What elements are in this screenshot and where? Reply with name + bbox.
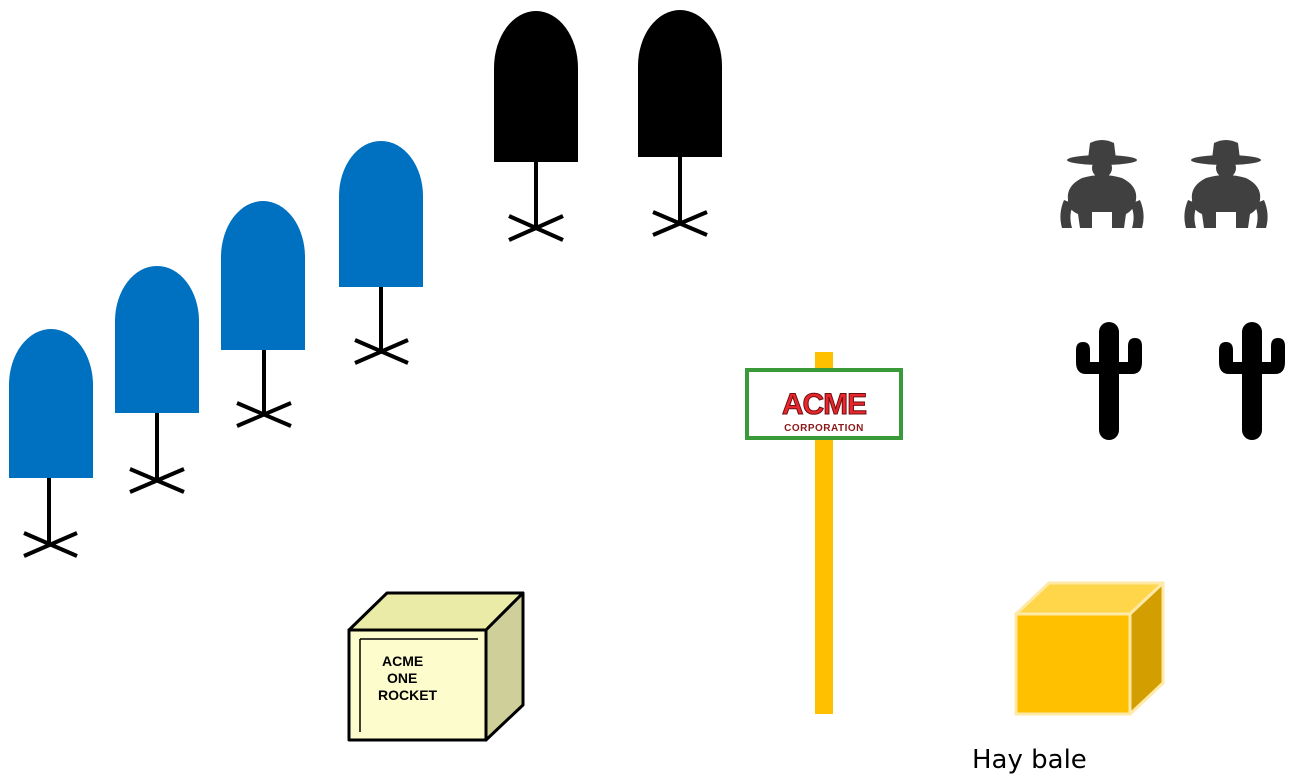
black-marker-1[interactable] <box>494 11 578 240</box>
cactus-1[interactable] <box>1076 322 1142 440</box>
hay-bale-label: Hay bale <box>972 745 1087 775</box>
blue-marker-4[interactable] <box>339 141 423 363</box>
sign-logo-main: ACME <box>782 388 866 421</box>
cactus-icon <box>1219 322 1285 440</box>
blue-marker-1[interactable] <box>9 329 93 556</box>
hay-bale[interactable]: Hay bale <box>972 583 1163 775</box>
bullet-on-stand-icon <box>339 141 423 287</box>
bullet-on-stand-icon <box>9 329 93 478</box>
black-marker-2[interactable] <box>638 10 722 235</box>
bullet-on-stand-icon <box>638 10 722 157</box>
cowboy-silhouette-1[interactable] <box>1060 140 1143 228</box>
crate-line-2: ONE <box>387 670 417 686</box>
cowboy-silhouette-2[interactable] <box>1184 140 1267 228</box>
cactus-2[interactable] <box>1219 322 1285 440</box>
acme-signpost[interactable]: ACME CORPORATION <box>747 352 901 714</box>
blue-marker-2[interactable] <box>115 266 199 492</box>
sign-logo-sub: CORPORATION <box>784 423 864 434</box>
crate-line-1: ACME <box>382 653 423 669</box>
bullet-on-stand-icon <box>494 11 578 162</box>
cowboy-silhouette-icon <box>1060 140 1143 228</box>
bullet-on-stand-icon <box>221 201 305 350</box>
acme-sign-icon: ACME CORPORATION <box>747 370 901 438</box>
cowboy-silhouette-icon <box>1184 140 1267 228</box>
acme-crate[interactable]: ACME ONE ROCKET <box>349 593 523 740</box>
crate-line-3: ROCKET <box>378 687 438 703</box>
blue-marker-3[interactable] <box>221 201 305 426</box>
hay-bale-cube-icon <box>1016 583 1163 714</box>
bullet-on-stand-icon <box>115 266 199 413</box>
crate-icon <box>349 593 523 740</box>
cactus-icon <box>1076 322 1142 440</box>
